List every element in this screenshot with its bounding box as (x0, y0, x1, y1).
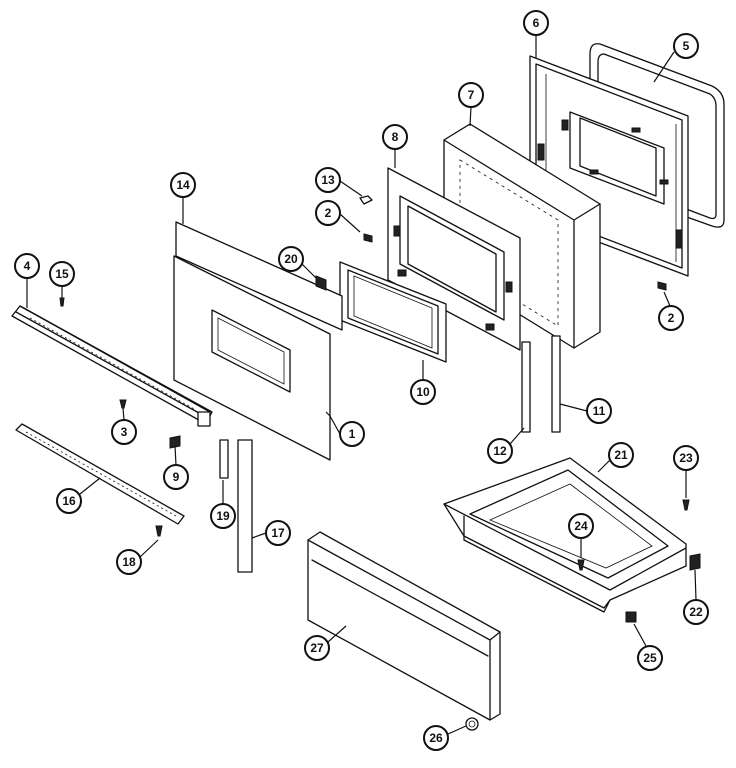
part-21-storage-drawer (443, 457, 687, 613)
callout-18: 18 (116, 539, 159, 575)
callout-24: 24 (568, 513, 594, 558)
callout-label: 2 (325, 206, 332, 220)
callout-27: 27 (304, 625, 347, 661)
callout-label: 26 (429, 731, 443, 745)
callout-label: 17 (271, 526, 285, 540)
callout-label: 6 (533, 16, 540, 30)
part-25-clip (625, 611, 637, 623)
part-18-screw (155, 525, 163, 537)
callout-label: 16 (62, 494, 76, 508)
part-14-door-trim (175, 221, 343, 331)
callout-25: 25 (633, 623, 663, 671)
part-12-side-strip (521, 341, 531, 433)
callout-20: 20 (278, 246, 317, 279)
callout-label: 12 (493, 444, 507, 458)
callout-label: 22 (689, 605, 703, 619)
callout-16: 16 (56, 477, 101, 514)
part-17-side-strip (237, 439, 253, 573)
callout-label: 13 (321, 173, 335, 187)
callout-label: 18 (122, 555, 136, 569)
callout-label: 3 (121, 425, 128, 439)
callout-label: 9 (173, 470, 180, 484)
callout-layer: 1 2 2 3 4 5 6 7 (14, 10, 709, 751)
part-9-clip (169, 435, 181, 449)
callout-3: 3 (111, 407, 137, 445)
part-16-lower-rail (15, 423, 185, 525)
callout-12: 12 (487, 427, 525, 464)
part-24-screw (577, 559, 585, 571)
callout-4: 4 (14, 253, 40, 308)
callout-22: 22 (683, 569, 709, 625)
callout-label: 4 (24, 259, 31, 273)
callout-label: 5 (683, 39, 690, 53)
callout-label: 2 (668, 311, 675, 325)
callout-11: 11 (559, 398, 612, 424)
callout-label: 19 (216, 509, 230, 523)
part-8-inner-glass-frame (387, 167, 521, 351)
part-4-handle-rail (11, 305, 213, 427)
callout-label: 24 (574, 519, 588, 533)
callout-label: 14 (176, 178, 190, 192)
callout-label: 1 (349, 427, 356, 441)
callout-8: 8 (382, 124, 408, 168)
callout-2-upper: 2 (315, 200, 361, 233)
callout-label: 23 (679, 451, 693, 465)
callout-5: 5 (653, 33, 699, 83)
callout-10: 10 (410, 360, 436, 405)
callout-26: 26 (423, 725, 467, 751)
callout-label: 8 (392, 130, 399, 144)
callout-2-lower: 2 (658, 291, 684, 331)
callout-13: 13 (315, 167, 363, 197)
callout-6: 6 (523, 10, 549, 58)
part-26-knob (465, 717, 479, 731)
part-27-drawer-front (307, 531, 501, 721)
callout-23: 23 (673, 445, 699, 498)
callout-label: 11 (593, 404, 606, 418)
callout-label: 7 (468, 88, 475, 102)
part-15-screw (59, 297, 65, 307)
callout-15: 15 (49, 261, 75, 298)
callout-label: 10 (416, 385, 430, 399)
part-22-clip (689, 553, 701, 571)
callout-1: 1 (325, 411, 365, 447)
callout-17: 17 (251, 520, 291, 546)
callout-9: 9 (163, 445, 189, 490)
callout-21: 21 (597, 442, 634, 473)
callout-label: 15 (55, 267, 69, 281)
part-2-clip-upper (363, 233, 373, 243)
callout-19: 19 (210, 480, 236, 529)
part-19-side-strip (219, 439, 229, 479)
callout-label: 27 (310, 641, 324, 655)
part-23-screw (682, 499, 690, 511)
callout-label: 21 (614, 448, 628, 462)
part-13-screw (359, 195, 373, 205)
callout-label: 25 (643, 651, 657, 665)
callout-label: 20 (284, 252, 298, 266)
part-1-outer-door (173, 255, 331, 461)
callout-14: 14 (170, 172, 196, 224)
part-3-screw (119, 399, 127, 409)
part-2-clip-lower (657, 281, 667, 291)
part-20-clip (315, 275, 327, 291)
part-11-side-strip (551, 335, 561, 433)
callout-7: 7 (458, 82, 484, 127)
